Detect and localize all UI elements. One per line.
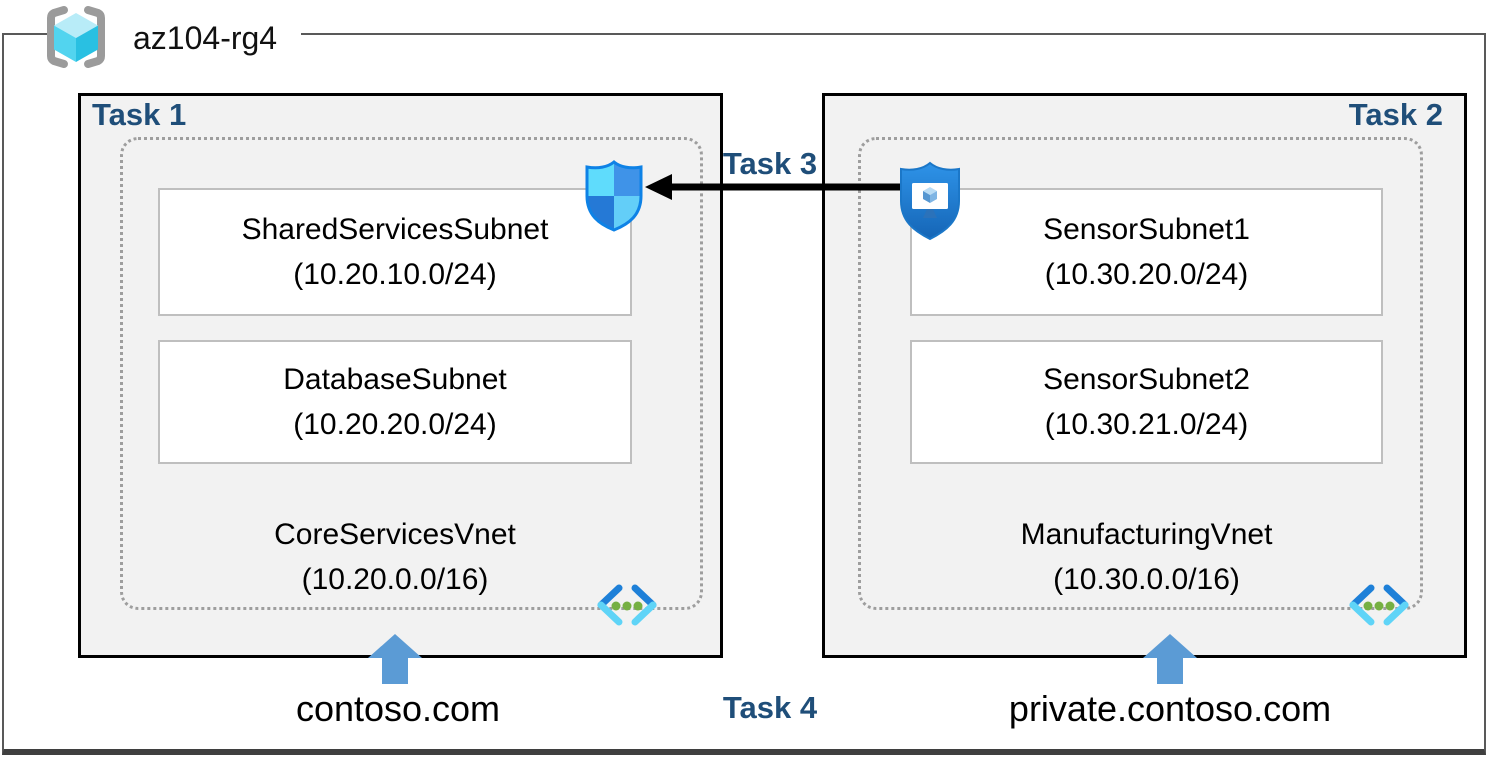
resource-group-frame xyxy=(2,33,1486,755)
database-subnet-box: DatabaseSubnet (10.20.20.0/24) xyxy=(158,340,632,464)
subnet-cidr: (10.20.20.0/24) xyxy=(293,408,497,441)
virtual-network-icon xyxy=(597,584,657,626)
subnet-name: SensorSubnet1 xyxy=(1043,213,1250,246)
vnet-name: CoreServicesVnet xyxy=(274,518,516,551)
task4-label: Task 4 xyxy=(722,690,818,725)
dns-zone-label-contoso: contoso.com xyxy=(295,688,501,729)
dns-zone-label-private-contoso: private.contoso.com xyxy=(1008,688,1332,729)
up-arrow-icon xyxy=(1143,634,1197,684)
vnet-cidr: (10.20.0.0/16) xyxy=(301,563,489,596)
shared-services-subnet-box: SharedServicesSubnet (10.20.10.0/24) xyxy=(158,188,632,316)
left-arrow-icon xyxy=(645,174,933,200)
task2-label: Task 2 xyxy=(1348,97,1443,132)
vnet-cidr: (10.30.0.0/16) xyxy=(1053,563,1240,596)
sensor-subnet1-box: SensorSubnet1 (10.30.20.0/24) xyxy=(910,188,1383,316)
subnet-cidr: (10.30.21.0/24) xyxy=(1044,408,1249,441)
network-security-group-shield-icon xyxy=(585,160,643,232)
subnet-name: DatabaseSubnet xyxy=(283,363,507,396)
manufacturing-vnet-label: ManufacturingVnet (10.30.0.0/16) xyxy=(910,512,1383,602)
subnet-cidr: (10.30.20.0/24) xyxy=(1044,258,1249,291)
sensor-subnet2-box: SensorSubnet2 (10.30.21.0/24) xyxy=(910,340,1383,464)
up-arrow-icon xyxy=(368,634,422,684)
manufacturing-vnet-boundary xyxy=(858,137,1423,610)
frame-legend-gap xyxy=(55,28,301,39)
virtual-network-icon xyxy=(1349,584,1409,626)
vnet-name: ManufacturingVnet xyxy=(1020,518,1273,551)
subnet-name: SensorSubnet2 xyxy=(1043,363,1250,396)
subnet-cidr: (10.20.10.0/24) xyxy=(293,258,497,291)
task3-label: Task 3 xyxy=(722,146,818,181)
subnet-name: SharedServicesSubnet xyxy=(241,213,549,246)
resource-group-name: az104-rg4 xyxy=(133,20,278,56)
core-services-vnet-boundary xyxy=(120,137,703,610)
bastion-shielded-vm-icon xyxy=(900,161,960,241)
core-services-vnet-label: CoreServicesVnet (10.20.0.0/16) xyxy=(158,512,632,602)
task1-label: Task 1 xyxy=(92,97,187,132)
resource-group-icon xyxy=(47,6,105,68)
